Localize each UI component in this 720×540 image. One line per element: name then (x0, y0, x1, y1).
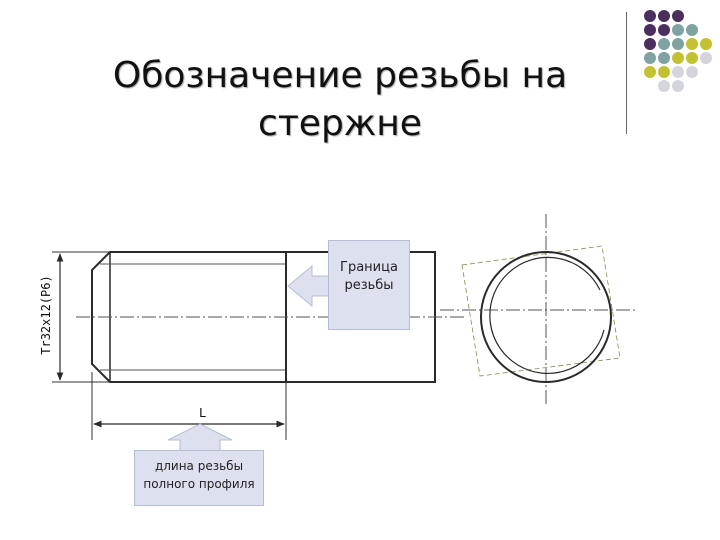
length-label: L (199, 406, 207, 420)
callout-line-2: резьбы (344, 278, 394, 293)
dot (658, 24, 670, 36)
callout-line-1: Граница (340, 260, 398, 275)
dot (672, 52, 684, 64)
dot (686, 38, 698, 50)
decorative-vertical-line (626, 12, 627, 134)
end-view-thread-arc (489, 256, 605, 375)
length-callout-arrow (167, 423, 233, 453)
dot (672, 24, 684, 36)
dot (658, 52, 670, 64)
dot (644, 66, 656, 78)
thread-designation-label: Tr32x12(P6) (39, 275, 53, 355)
dot (672, 66, 684, 78)
dot (700, 52, 712, 64)
dot (658, 66, 670, 78)
dot (658, 10, 670, 22)
title-line-1: Обозначение резьбы на (112, 55, 568, 96)
dot (644, 10, 656, 22)
dot (658, 38, 670, 50)
dot (672, 80, 684, 92)
dot (644, 38, 656, 50)
boundary-callout-arrow (287, 264, 331, 308)
full-profile-length-callout: длина резьбы полного профиля (134, 450, 264, 506)
dot (644, 24, 656, 36)
dot (644, 52, 656, 64)
title-line-2: стержне (258, 103, 422, 144)
dot (700, 38, 712, 50)
dot (672, 38, 684, 50)
thread-boundary-callout: Граница резьбы (328, 240, 410, 330)
dot (686, 66, 698, 78)
dot (686, 24, 698, 36)
dot (672, 10, 684, 22)
callout-line-1: длина резьбы (154, 459, 244, 473)
end-view-construction-frame (461, 245, 621, 377)
dot (658, 80, 670, 92)
callout-line-2: полного профиля (143, 477, 255, 491)
end-view-outer-circle (480, 251, 612, 383)
dot (686, 52, 698, 64)
slide-title: Обозначение резьбы на стержне (60, 52, 620, 148)
